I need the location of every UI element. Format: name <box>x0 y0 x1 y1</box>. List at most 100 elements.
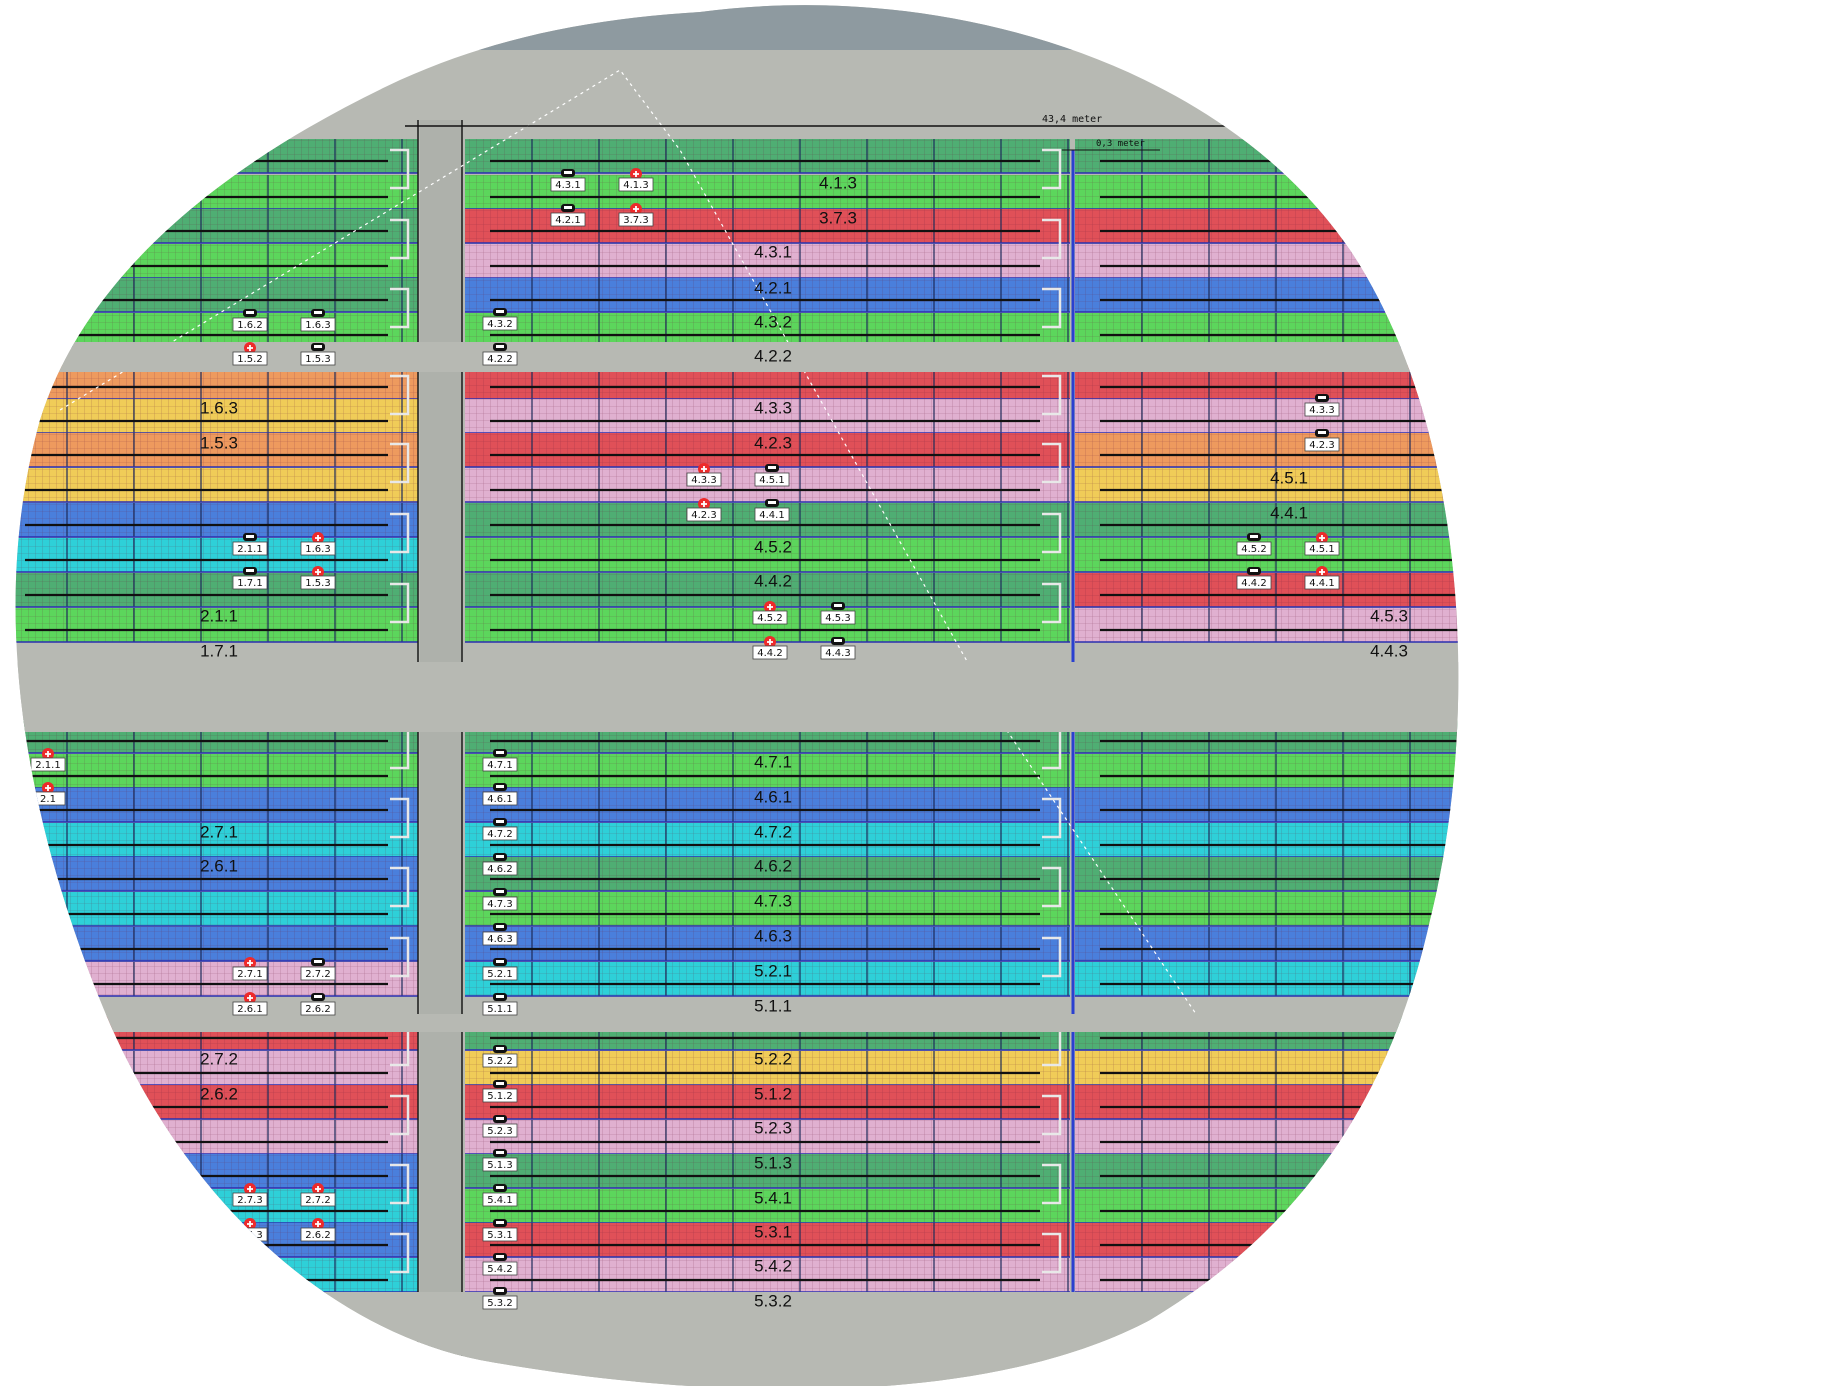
plus-glyph <box>701 466 707 472</box>
plus-glyph <box>45 751 51 757</box>
string-bracket <box>390 866 410 908</box>
tag-label: 4.3.3 <box>1309 405 1334 416</box>
tag-box <box>1304 541 1340 556</box>
meter-window <box>564 171 572 174</box>
tag-label: 5.1.2 <box>487 1091 512 1102</box>
string-bracket <box>1807 376 1825 414</box>
tag-label: 4.4.3 <box>825 648 850 659</box>
panel-grid <box>465 278 1070 312</box>
meter-window <box>246 311 254 314</box>
panel-grid <box>1075 399 1459 433</box>
inverter-tag: 4.7.3 <box>482 888 518 911</box>
inverter-tag: 4.2.3 <box>1304 429 1340 452</box>
tag-box <box>752 610 788 625</box>
tag-box <box>1304 402 1340 417</box>
inverter-tag: 2.6.2 <box>300 1218 336 1242</box>
panel-grid <box>15 278 418 312</box>
inverter-tag: 2.1.1 <box>30 748 66 772</box>
panel-grid <box>1075 139 1459 173</box>
string-bracket <box>1042 287 1062 329</box>
tag-box <box>482 1088 518 1103</box>
string-bracket <box>390 148 410 190</box>
tag-box <box>550 212 586 227</box>
meter-window <box>834 604 842 607</box>
inverter-tag: 5.3.1 <box>482 1219 518 1242</box>
panel-grid <box>15 1154 418 1188</box>
tag-label: 2.6.2 <box>305 1230 330 1241</box>
panel-grid <box>15 538 418 572</box>
string-bracket <box>1042 512 1062 554</box>
meter-window <box>496 345 504 348</box>
tag-label: 1.6.2 <box>237 320 262 331</box>
tag-label: 2.1.1 <box>35 760 60 771</box>
panel-grid <box>1075 433 1459 467</box>
string-bracket <box>1807 444 1825 482</box>
tag-label: 4.4.2 <box>1241 578 1266 589</box>
string-label: 4.1.3 <box>819 173 857 192</box>
walkway <box>420 120 462 1386</box>
string-bracket <box>1807 584 1825 622</box>
plus-glyph <box>633 206 639 212</box>
inverter-tag: 5.4.2 <box>482 1253 518 1276</box>
tag-box <box>1236 575 1272 590</box>
tag-box <box>30 757 66 772</box>
string-bracket <box>1807 799 1825 837</box>
string-bracket <box>390 218 410 260</box>
string-bracket <box>390 287 410 329</box>
inverter-tag: 4.3.3 <box>1304 394 1340 417</box>
tag-label: 4.3.3 <box>691 475 716 486</box>
string-label: 4.7.3 <box>754 891 792 910</box>
string-label: 4.5.3 <box>1370 606 1408 625</box>
panel-grid <box>1075 927 1459 961</box>
string-bracket <box>1042 866 1062 908</box>
tag-label: 4.2.3 <box>1309 440 1334 451</box>
string-label: 2.6.1 <box>200 856 238 875</box>
string-label: 1.5.3 <box>200 433 238 452</box>
panel-grid <box>15 1189 418 1223</box>
string-bracket <box>390 1232 410 1274</box>
tag-box <box>482 316 518 331</box>
panel-grid <box>465 857 1070 891</box>
tag-box <box>754 507 790 522</box>
tag-box <box>232 966 268 981</box>
tag-label: 2.7.3 <box>237 1195 262 1206</box>
meter-window <box>314 960 322 963</box>
plus-glyph <box>247 345 253 351</box>
string-label: 3.7.3 <box>819 208 857 227</box>
tag-box <box>820 645 856 660</box>
tag-label: 4.2.1 <box>555 215 580 226</box>
tag-label: 4.3.1 <box>555 180 580 191</box>
meter-window <box>496 751 504 754</box>
panel-grid <box>1075 823 1459 857</box>
tag-label: 1.5.3 <box>305 578 330 589</box>
inverter-tag: 2.7.2 <box>300 958 336 981</box>
tag-label: 1.6.3 <box>305 544 330 555</box>
inverter-tag: 5.4.1 <box>482 1184 518 1207</box>
meter-window <box>496 1151 504 1154</box>
tag-label: 5.2.2 <box>487 1056 512 1067</box>
panel-grid <box>1075 313 1459 347</box>
string-bracket <box>1807 1096 1825 1134</box>
plus-glyph <box>1319 535 1325 541</box>
panel-grid <box>15 1120 418 1154</box>
string-label: 2.7.1 <box>200 822 238 841</box>
tag-label: 4.4.1 <box>759 510 784 521</box>
tag-label: 4.7.3 <box>487 899 512 910</box>
string-bracket <box>1807 220 1825 258</box>
tag-label: 2.7.2 <box>305 969 330 980</box>
string-label: 4.7.1 <box>754 752 792 771</box>
string-bracket <box>1042 582 1062 624</box>
meter-window <box>496 1255 504 1258</box>
tag-box <box>752 645 788 660</box>
meter-window <box>768 466 776 469</box>
panel-grid <box>15 754 418 788</box>
panel-grid <box>1075 503 1459 537</box>
string-label: 4.7.2 <box>754 822 792 841</box>
plus-glyph <box>315 1186 321 1192</box>
inverter-tag: 4.4.1 <box>754 499 790 522</box>
string-label: 2.1.1 <box>200 606 238 625</box>
tag-box <box>300 966 336 981</box>
inverter-tag: 4.1.3 <box>618 168 654 192</box>
string-label: 4.5.2 <box>754 537 792 556</box>
string-bracket <box>1807 150 1825 188</box>
